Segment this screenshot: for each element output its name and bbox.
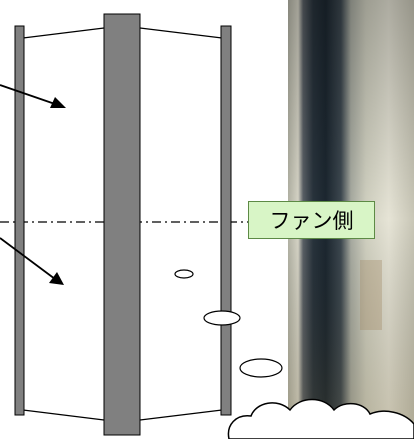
bubble-icon [203, 310, 241, 326]
bubble-icon [174, 269, 194, 279]
flow-band-right [139, 27, 223, 421]
fan-side-label: ファン側 [248, 201, 375, 239]
flow-band-left [22, 27, 105, 421]
bubble-icon [239, 358, 283, 378]
left-frame-bar [14, 25, 25, 416]
center-frame-bar [103, 13, 141, 436]
cloud-icon [227, 398, 414, 439]
arrow-icon [0, 237, 64, 285]
right-frame-bar [220, 25, 232, 416]
arrow-icon [0, 84, 66, 108]
